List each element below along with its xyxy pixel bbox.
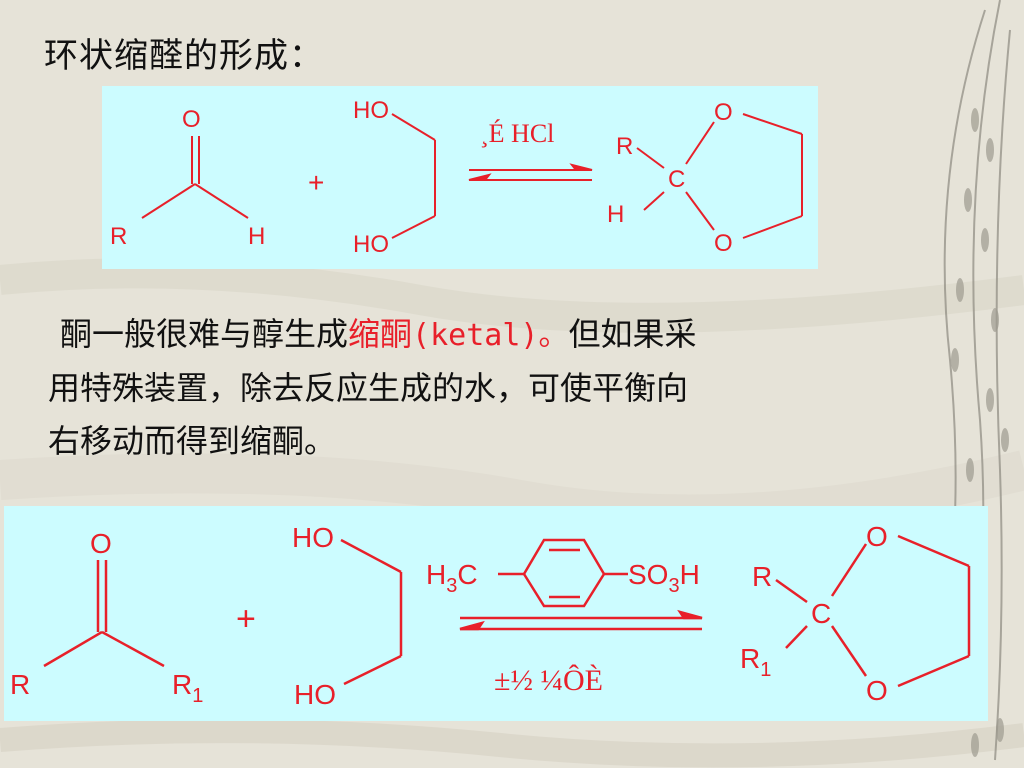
paragraph-line-1-end: 但如果采 [568, 315, 697, 353]
ethylene-glycol-structure-bottom: HO HO [292, 522, 403, 710]
p-toluenesulfonic-acid-structure: H3C SO3H [426, 538, 700, 608]
paragraph-line-2: 用特殊装置，除去反应生成的水，可使平衡向 [48, 369, 689, 407]
ketal-oxygen-bottom-label: O [866, 675, 888, 706]
ketal-term-en: (ketal)。 [412, 318, 569, 353]
diol-bottom-ho-label: HO [353, 231, 389, 258]
reaction-condition-bottom: ±½ ¼ÔÈ [494, 664, 603, 697]
ketal-oxygen-top-label: O [866, 521, 888, 552]
paragraph-line-1-start: 酮一般很难与醇生成 [60, 315, 349, 353]
catalyst-methyl-c: C [457, 559, 477, 590]
slide-title: 环状缩醛的形成： [44, 36, 324, 76]
ketone-r1-subscript: 1 [192, 685, 203, 707]
plus-sign-top: + [308, 167, 324, 198]
acetal-carbon-label: C [668, 166, 685, 193]
aldehyde-oxygen-label: O [182, 106, 201, 133]
catalyst-methyl-subscript: 3 [446, 575, 457, 597]
explanation-paragraph: 酮一般很难与醇生成缩酮(ketal)。但如果采 用特殊装置，除去反应生成的水，可… [48, 308, 978, 468]
aldehyde-structure: O R H [110, 106, 265, 250]
diol-top-ho-label: HO [353, 97, 389, 124]
ketal-r-label: R [752, 561, 772, 592]
catalyst-methyl-h: H [426, 559, 446, 590]
acetal-r-label: R [616, 133, 633, 160]
ketal-r1-label: R1 [740, 643, 771, 681]
willow-leaves [951, 108, 1009, 757]
diol-bottom-scheme-top-ho-label: HO [292, 522, 334, 553]
aldehyde-acetal-scheme-panel: O R H + HO HO ¸É HCl O R C H O [102, 86, 818, 269]
ketone-r1-letter: R [172, 669, 192, 700]
paragraph-line-3: 右移动而得到缩酮。 [48, 422, 337, 460]
acetal-product-structure: O R C H O [607, 99, 803, 257]
acetal-oxygen-top-label: O [714, 99, 733, 126]
equilibrium-arrows-top [468, 163, 593, 181]
ketal-r1-letter: R [740, 643, 760, 674]
ketone-r-label: R [10, 669, 30, 700]
paragraph-line-1: 酮一般很难与醇生成缩酮(ketal)。但如果采 [48, 308, 978, 362]
equilibrium-arrows-bottom [459, 609, 703, 631]
catalyst-so-subscript: 3 [668, 575, 679, 597]
ketal-r1-subscript: 1 [760, 659, 771, 681]
acetal-h-label: H [607, 201, 624, 228]
ketone-r1-label: R1 [172, 669, 203, 707]
catalyst-so-text: SO [628, 559, 668, 590]
catalyst-methyl-label: H3C [426, 559, 478, 597]
ketal-carbon-label: C [811, 598, 831, 629]
acetal-oxygen-bottom-label: O [714, 230, 733, 257]
catalyst-sulfonic-label: SO3H [628, 559, 700, 597]
aldehyde-acetal-scheme: O R H + HO HO ¸É HCl O R C H O [110, 97, 803, 258]
catalyst-sulfonic-h: H [680, 559, 700, 590]
ketone-ketal-scheme-panel: O R R1 + HO HO H3C SO3 [4, 506, 988, 721]
ketone-ketal-scheme: O R R1 + HO HO H3C SO3 [10, 521, 971, 710]
plus-sign-bottom: + [236, 600, 256, 638]
diol-bottom-scheme-bottom-ho-label: HO [294, 679, 336, 710]
reaction-condition-top: ¸É HCl [480, 119, 554, 148]
aldehyde-h-label: H [248, 223, 265, 250]
ketal-product-structure: O R C R1 O [740, 521, 971, 706]
ethylene-glycol-structure: HO HO [353, 97, 436, 258]
aldehyde-r-label: R [110, 223, 127, 250]
ketone-structure: O R R1 [10, 528, 203, 707]
ketal-term-cn: 缩酮 [348, 315, 413, 353]
ketone-oxygen-label: O [90, 528, 112, 559]
